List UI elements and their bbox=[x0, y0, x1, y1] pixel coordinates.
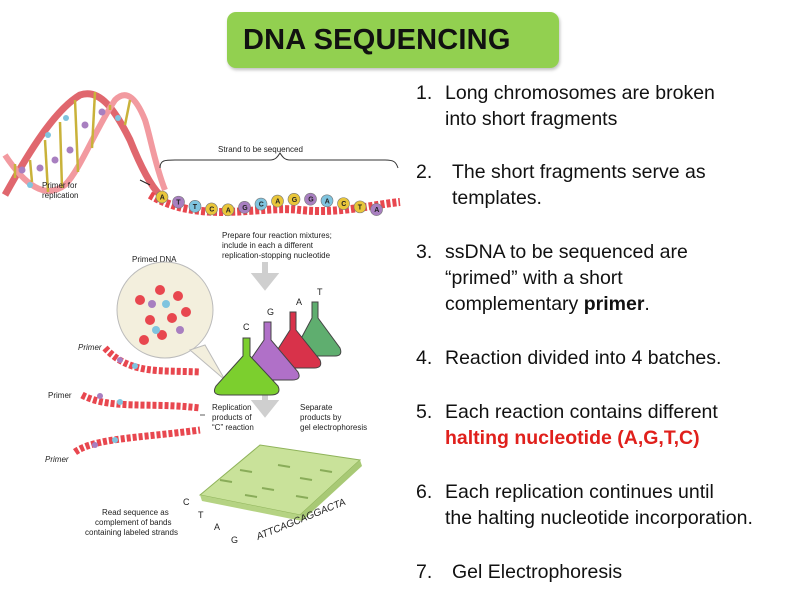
base-letter: T bbox=[358, 204, 363, 211]
label-line: Separate bbox=[300, 403, 333, 412]
step-line: “primed” with a short bbox=[445, 267, 623, 289]
step-line: ssDNA to be sequenced are bbox=[445, 241, 688, 263]
primer-label: Primer bbox=[45, 455, 69, 464]
replication-strands: Primer Primer Primer bbox=[45, 343, 201, 464]
primed-dna-label: Primed DNA bbox=[132, 255, 177, 264]
step-number: 2. bbox=[416, 161, 433, 183]
prepare-text: Prepare four reaction mixtures; include … bbox=[222, 231, 332, 260]
base-bead bbox=[188, 200, 202, 213]
gel-lane-t: T bbox=[198, 510, 204, 520]
flask-label-g: G bbox=[267, 307, 274, 317]
base-letter: A bbox=[374, 207, 379, 214]
base-letter: A bbox=[275, 199, 280, 206]
label-line: products of bbox=[212, 413, 252, 422]
base-letter: C bbox=[341, 201, 346, 208]
base-bead bbox=[304, 192, 317, 206]
reaction-flasks: T A G C bbox=[214, 287, 342, 396]
highlight-text: halting nucleotide (A,G,T,C) bbox=[445, 427, 700, 449]
label-line: containing labeled strands bbox=[85, 528, 178, 537]
double-helix bbox=[1, 90, 168, 198]
base-bead bbox=[238, 200, 251, 214]
step-line: templates. bbox=[452, 187, 542, 209]
step-line: into short fragments bbox=[445, 108, 618, 130]
base-letter: G bbox=[292, 197, 298, 204]
label-line: Read sequence as bbox=[102, 508, 169, 517]
base-bead bbox=[221, 203, 235, 217]
base-letter: C bbox=[259, 202, 264, 209]
step-line: complementary bbox=[445, 293, 584, 315]
dna-sequencing-diagram: Strand to be sequenced Primer for replic… bbox=[1, 90, 401, 545]
base-bead bbox=[155, 190, 169, 204]
label-line: Replication bbox=[212, 403, 252, 412]
label-line: Primer for bbox=[42, 181, 77, 190]
step-line: the halting nucleotide incorporation. bbox=[445, 507, 753, 529]
base-letter: A bbox=[226, 207, 231, 214]
base-bead bbox=[172, 195, 185, 209]
step-number: 7. bbox=[416, 561, 433, 583]
step-line: Long chromosomes are broken bbox=[445, 82, 715, 104]
label-line: gel electrophoresis bbox=[300, 423, 367, 432]
step-text: Long chromosomes are broken into short f… bbox=[445, 80, 715, 132]
flask-label-a: A bbox=[296, 297, 302, 307]
step-number: 6. bbox=[416, 481, 433, 503]
primed-dna-bubble: Primed DNA bbox=[116, 255, 226, 381]
base-bead bbox=[287, 192, 301, 206]
step-text: Gel Electrophoresis bbox=[452, 561, 623, 583]
step-number: 1. bbox=[416, 82, 433, 104]
strand-bracket: Strand to be sequenced bbox=[159, 145, 399, 169]
base-letter: G bbox=[308, 197, 314, 204]
step-text: The short fragments serve as templates. bbox=[452, 159, 706, 211]
base-letter: G bbox=[242, 205, 248, 212]
step-text: Reaction divided into 4 batches. bbox=[445, 347, 722, 369]
title-banner: DNA SEQUENCING bbox=[227, 12, 559, 68]
base-letter: A bbox=[325, 198, 330, 205]
step-text: Each replication continues until the hal… bbox=[445, 479, 753, 531]
label-line: Prepare four reaction mixtures; bbox=[222, 231, 332, 240]
base-letter: A bbox=[160, 195, 165, 202]
base-letter: T bbox=[176, 200, 181, 207]
read-sequence-label: Read sequence as complement of bands con… bbox=[85, 508, 178, 537]
base-bead bbox=[370, 203, 383, 216]
base-bead bbox=[254, 197, 268, 211]
primer-label: Primer bbox=[78, 343, 102, 352]
base-letter: C bbox=[209, 206, 214, 213]
step-line: Each reaction contains different bbox=[445, 401, 718, 423]
step-line: Each replication continues until bbox=[445, 481, 714, 503]
label-line: include in each a different bbox=[222, 241, 314, 250]
step-line: The short fragments serve as bbox=[452, 161, 706, 183]
template-strand: A T T C A G C A G G A C T A bbox=[147, 190, 401, 217]
base-bead bbox=[337, 197, 350, 210]
step-number: 5. bbox=[416, 401, 433, 423]
step-line-tail: . bbox=[644, 293, 650, 315]
step-text: Each reaction contains different halting… bbox=[445, 399, 718, 451]
base-bead bbox=[205, 202, 218, 216]
page-title: DNA SEQUENCING bbox=[243, 23, 511, 56]
separate-products-label: Separate products by gel electrophoresis bbox=[300, 403, 367, 432]
strand-label: Strand to be sequenced bbox=[218, 145, 303, 154]
flask-label-c: C bbox=[243, 322, 250, 332]
base-bead bbox=[320, 194, 334, 208]
step-number: 4. bbox=[416, 347, 433, 369]
electrophoresis-gel: C T A G ATTCAGCAGGACTA bbox=[183, 444, 362, 545]
gel-lane-a: A bbox=[214, 522, 220, 532]
label-line: replication-stopping nucleotide bbox=[222, 251, 331, 260]
primer-label: Primer bbox=[48, 391, 72, 400]
base-bead bbox=[271, 194, 284, 208]
step-text: ssDNA to be sequenced are “primed” with … bbox=[445, 239, 688, 317]
bold-term: primer bbox=[583, 293, 645, 315]
label-line: products by bbox=[300, 413, 341, 422]
base-letter: T bbox=[193, 204, 198, 211]
primer-replication-label: Primer for replication bbox=[42, 181, 78, 200]
flow-arrows bbox=[250, 262, 280, 418]
label-line: “C” reaction bbox=[212, 423, 254, 432]
step-number: 3. bbox=[416, 241, 433, 263]
label-line: replication bbox=[42, 191, 78, 200]
gel-lane-c: C bbox=[183, 497, 190, 507]
replication-products-label: Replication products of “C” reaction bbox=[212, 403, 254, 432]
flask-label-t: T bbox=[317, 287, 323, 297]
gel-lane-g: G bbox=[231, 535, 238, 545]
template-bases: A T T C A G C A G G A C T A bbox=[155, 190, 383, 217]
label-line: complement of bands bbox=[95, 518, 172, 527]
base-bead bbox=[353, 200, 367, 214]
